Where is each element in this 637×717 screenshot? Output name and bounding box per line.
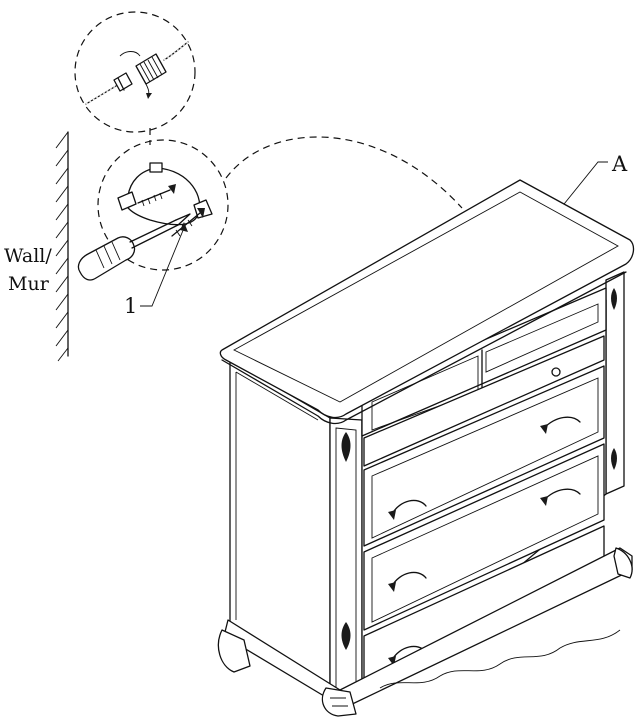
wall-label-french: Mur — [8, 273, 50, 295]
cable-connector-icon — [85, 41, 189, 105]
detail-arc — [225, 136, 463, 209]
dresser-top — [219, 179, 635, 419]
dresser-foot-right — [613, 547, 633, 579]
bracket-detail-circle — [97, 139, 229, 271]
screw-icon — [171, 208, 205, 237]
wall-bracket-icon — [117, 162, 213, 237]
part-label: A — [611, 152, 628, 176]
ornament-icon — [341, 432, 351, 462]
ornament-icon — [341, 622, 351, 650]
ornament-icon — [611, 448, 617, 470]
wall-hatching — [55, 131, 69, 362]
part-leader-line — [555, 161, 608, 215]
dresser-foot-front — [321, 687, 357, 717]
wall — [55, 131, 69, 362]
step-number-label: 1 — [124, 294, 137, 318]
drawer-middle[interactable] — [363, 365, 605, 547]
drawer-knob-icon — [551, 367, 561, 377]
step-leader-line — [140, 227, 185, 307]
open-shelf — [361, 287, 607, 437]
dresser — [217, 179, 635, 717]
ornament-icon — [611, 288, 617, 310]
dresser-foot-left — [217, 629, 251, 673]
drawer-lower[interactable] — [363, 443, 605, 631]
screw-icon — [137, 184, 176, 207]
step-leader-arrow — [180, 222, 188, 232]
carved-apron-icon — [379, 629, 621, 689]
drawer-top[interactable] — [363, 335, 605, 467]
connector-detail-circle — [74, 11, 196, 133]
screwdriver-icon — [77, 213, 191, 281]
wall-label: Wall/ — [4, 245, 52, 267]
